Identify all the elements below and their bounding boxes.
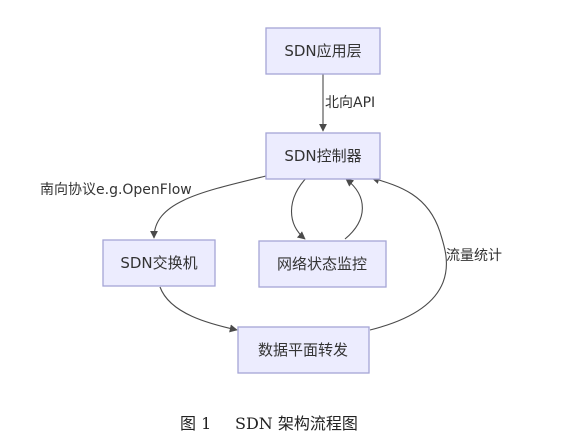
node-sdn-switch: SDN交换机 xyxy=(102,239,216,287)
node-label-network-state-monitor: 网络状态监控 xyxy=(277,255,367,273)
node-data-plane-forwarding: 数据平面转发 xyxy=(237,326,370,374)
figure-caption: 图 1 SDN 架构流程图 xyxy=(180,414,358,433)
figure-title: SDN 架构流程图 xyxy=(235,414,358,433)
edge-monitor-to-controller xyxy=(344,178,363,240)
node-sdn-controller: SDN控制器 xyxy=(265,132,381,180)
node-sdn-app-layer: SDN应用层 xyxy=(265,27,381,75)
edge-controller-to-switch xyxy=(150,175,267,239)
edges xyxy=(150,74,447,333)
node-label-sdn-app-layer: SDN应用层 xyxy=(284,42,361,60)
edge-label-northbound-api: 北向API xyxy=(325,95,375,111)
figure-number: 图 1 xyxy=(180,414,211,433)
edge-label-southbound-protocol: 南向协议e.g.OpenFlow xyxy=(40,182,192,198)
node-label-sdn-controller: SDN控制器 xyxy=(284,147,361,165)
node-label-data-plane-forwarding: 数据平面转发 xyxy=(258,341,348,359)
node-label-sdn-switch: SDN交换机 xyxy=(120,254,197,272)
edge-labels: 北向API 南向协议e.g.OpenFlow 流量统计 xyxy=(40,95,502,264)
edge-dataplane-to-controller xyxy=(369,176,447,331)
edge-switch-to-dataplane xyxy=(159,286,238,333)
edge-controller-to-monitor xyxy=(291,175,309,240)
edge-label-traffic-stats: 流量统计 xyxy=(446,248,502,264)
node-network-state-monitor: 网络状态监控 xyxy=(258,240,387,288)
